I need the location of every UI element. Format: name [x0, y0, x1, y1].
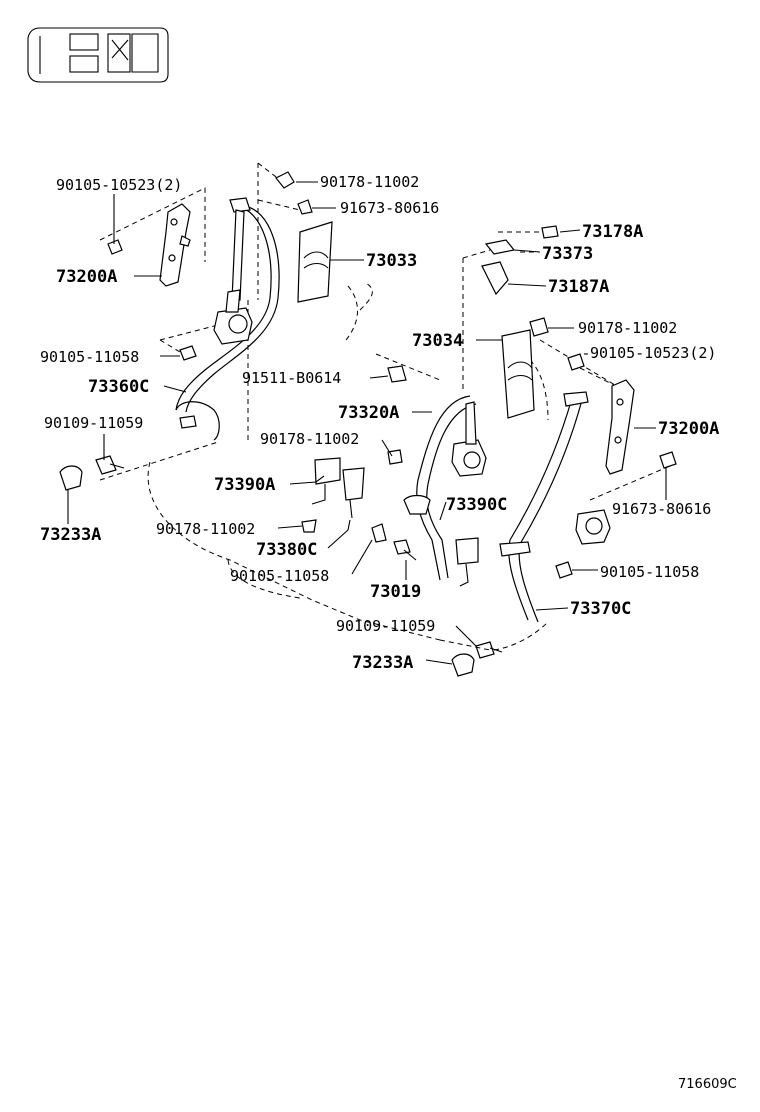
left-seatbelt-assembly — [59, 162, 441, 641]
label-90109-11059-a: 90109-11059 — [44, 414, 143, 432]
label-90105-11058-b: 90105-11058 — [230, 567, 329, 585]
label-73034: 73034 — [412, 331, 463, 351]
label-73200A-left: 73200A — [56, 267, 117, 287]
label-91673-80616-a: 91673-80616 — [340, 199, 439, 217]
right-seatbelt-assembly — [345, 225, 677, 677]
label-73360C: 73360C — [88, 377, 149, 397]
label-73019: 73019 — [370, 582, 421, 602]
label-90105-10523-right: 90105-10523(2) — [590, 344, 716, 362]
label-73390A: 73390A — [214, 475, 275, 495]
label-73390C: 73390C — [446, 495, 507, 515]
part-labels: 90105-10523(2) 90178-11002 91673-80616 7… — [40, 173, 737, 1092]
label-90105-11058-c: 90105-11058 — [600, 563, 699, 581]
label-90109-11059-b: 90109-11059 — [336, 617, 435, 635]
label-73380C: 73380C — [256, 540, 317, 560]
label-73187A: 73187A — [548, 277, 609, 297]
vehicle-seat-layout-icon — [27, 27, 169, 83]
label-91511-B0614: 91511-B0614 — [242, 369, 341, 387]
label-90178-11002-b: 90178-11002 — [578, 319, 677, 337]
label-90178-11002-a: 90178-11002 — [320, 173, 419, 191]
label-73200A-right: 73200A — [658, 419, 719, 439]
leader-lines — [67, 181, 667, 665]
label-90178-11002-d: 90178-11002 — [156, 520, 255, 538]
label-73373: 73373 — [542, 244, 593, 264]
label-73233A-left: 73233A — [40, 525, 101, 545]
label-73320A: 73320A — [338, 403, 399, 423]
label-90178-11002-c: 90178-11002 — [260, 430, 359, 448]
label-90105-11058-a: 90105-11058 — [40, 348, 139, 366]
label-73033: 73033 — [366, 251, 417, 271]
label-73178A: 73178A — [582, 222, 643, 242]
label-73233A-right: 73233A — [352, 653, 413, 673]
figure-reference: 716609C — [678, 1077, 737, 1092]
label-73370C: 73370C — [570, 599, 631, 619]
label-90105-10523-left: 90105-10523(2) — [56, 176, 182, 194]
label-91673-80616-b: 91673-80616 — [612, 500, 711, 518]
